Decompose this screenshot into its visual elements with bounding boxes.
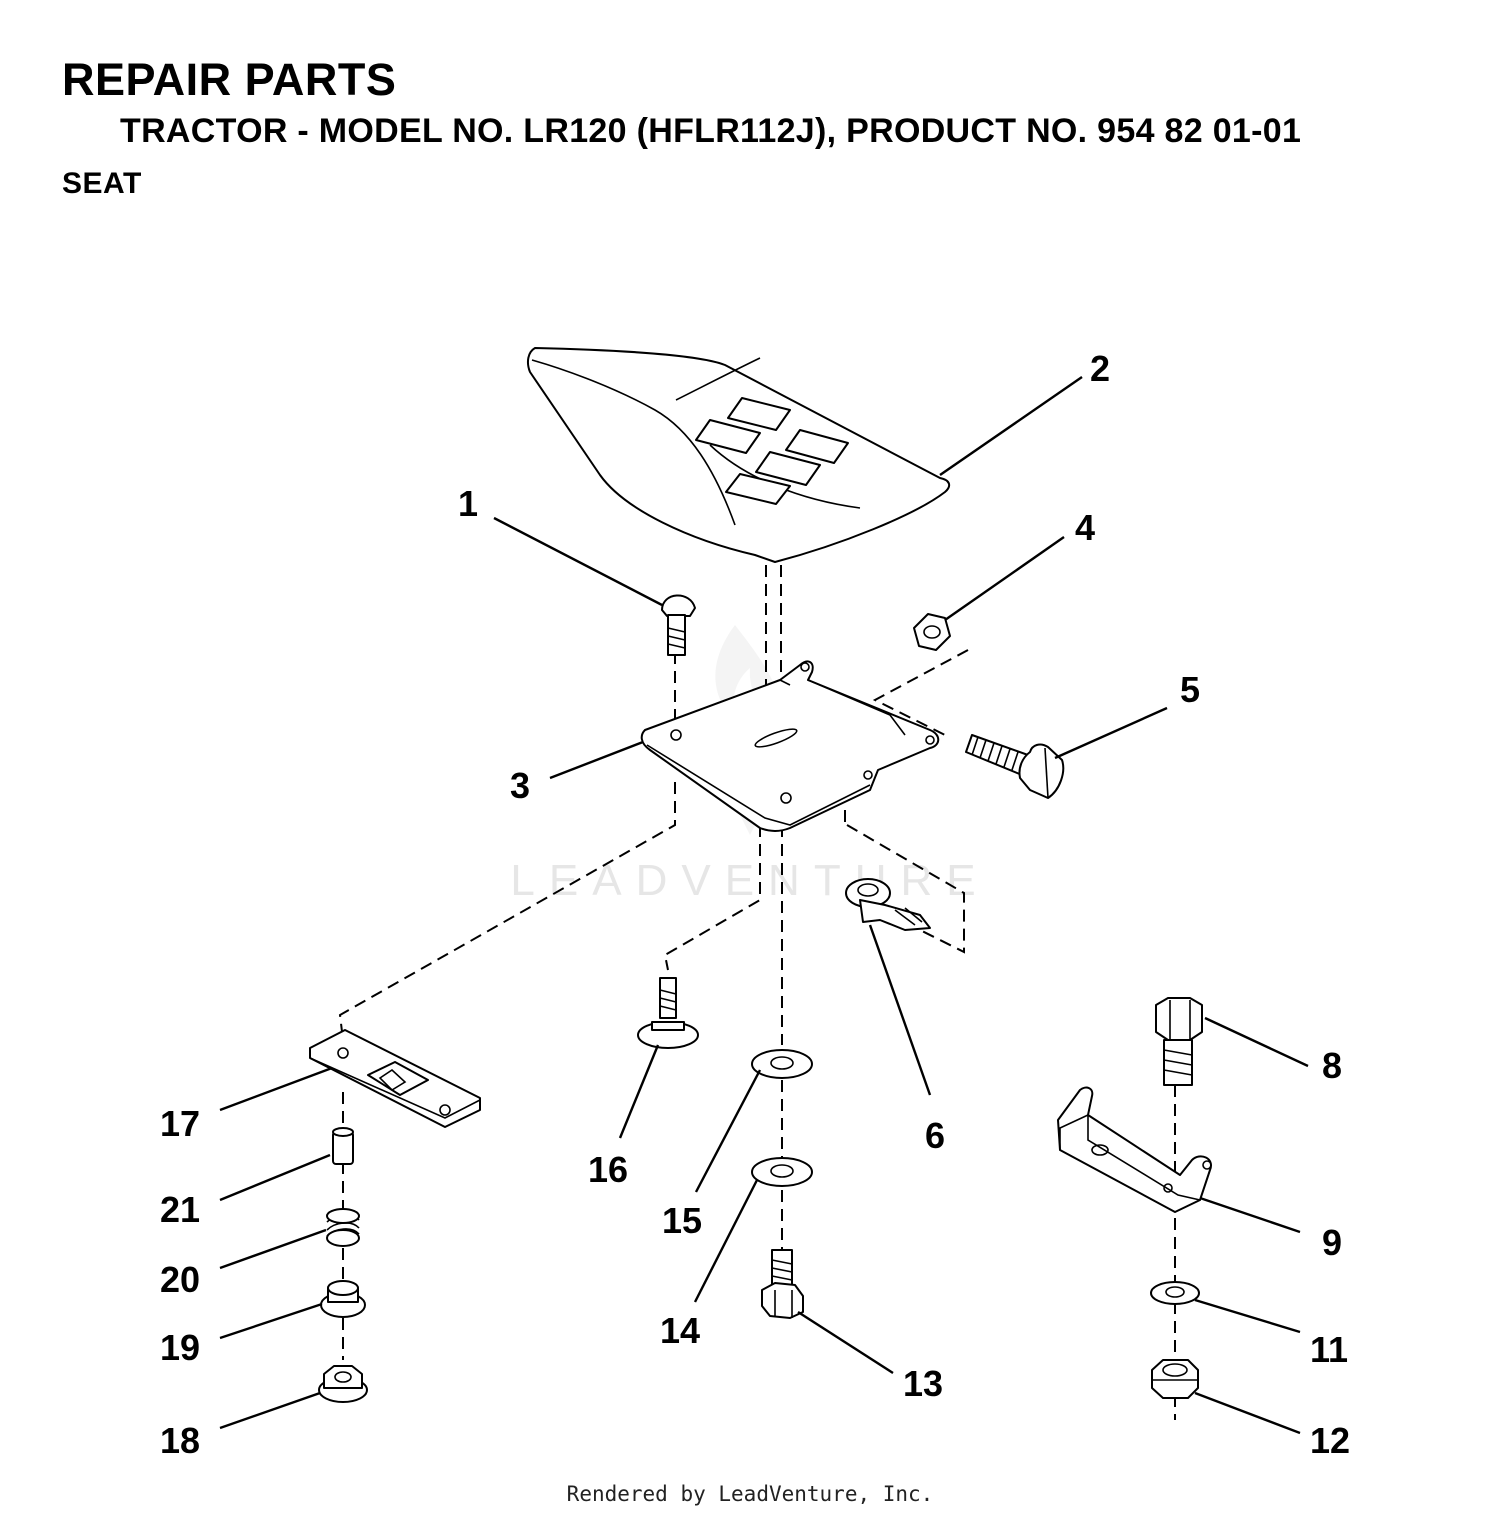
part-hex-bolt-bottom	[761, 1249, 804, 1319]
part-hex-bolt-large	[1155, 997, 1203, 1086]
callout-13: 13	[903, 1363, 943, 1404]
part-hex-nut	[913, 613, 951, 651]
callout-14: 14	[660, 1310, 700, 1351]
part-lock-nut	[1151, 1359, 1199, 1399]
callout-4: 4	[1075, 507, 1095, 548]
callout-9: 9	[1322, 1222, 1342, 1263]
part-seat-switch	[845, 878, 931, 931]
part-hex-bolt	[965, 734, 1065, 799]
part-pin	[332, 1127, 354, 1165]
callout-3: 3	[510, 765, 530, 806]
part-seat-pan-bracket	[640, 660, 940, 832]
callout-19: 19	[160, 1327, 200, 1368]
callout-6: 6	[925, 1115, 945, 1156]
callout-11: 11	[1310, 1329, 1348, 1370]
callout-numbers: 1 2 3 4 5 6 8 9 11 12 13 14 15 16 17 18 …	[160, 348, 1350, 1461]
part-lock-washer	[1150, 1281, 1200, 1305]
section-label: SEAT	[62, 167, 142, 200]
part-seat-slide-rail	[309, 1029, 481, 1128]
page-title: REPAIR PARTS	[62, 54, 397, 105]
part-carriage-bolt	[661, 594, 696, 656]
watermark-text: LEADVENTURE	[510, 856, 989, 905]
callout-5: 5	[1180, 669, 1200, 710]
callout-20: 20	[160, 1259, 200, 1300]
part-spring	[326, 1208, 360, 1247]
seat-grip-pads	[695, 397, 849, 505]
callout-18: 18	[160, 1420, 200, 1461]
callout-16: 16	[588, 1149, 628, 1190]
callout-8: 8	[1322, 1045, 1342, 1086]
callout-2: 2	[1090, 348, 1110, 389]
part-flat-washer-large	[751, 1049, 813, 1079]
part-seat	[526, 347, 951, 563]
part-mounting-bracket	[1057, 1086, 1212, 1213]
callout-21: 21	[160, 1189, 200, 1230]
callout-15: 15	[662, 1200, 702, 1241]
footer-credit: Rendered by LeadVenture, Inc.	[566, 1482, 934, 1506]
part-flange-nut	[318, 1365, 368, 1403]
callout-1: 1	[458, 483, 478, 524]
callout-leader-lines	[219, 376, 1309, 1435]
model-subtitle: TRACTOR - MODEL NO. LR120 (HFLR112J), PR…	[120, 112, 1302, 150]
part-knob	[320, 1280, 366, 1318]
part-flat-washer	[751, 1157, 813, 1187]
callout-17: 17	[160, 1103, 200, 1144]
callout-12: 12	[1310, 1420, 1350, 1461]
part-shoulder-bolt	[637, 977, 699, 1049]
